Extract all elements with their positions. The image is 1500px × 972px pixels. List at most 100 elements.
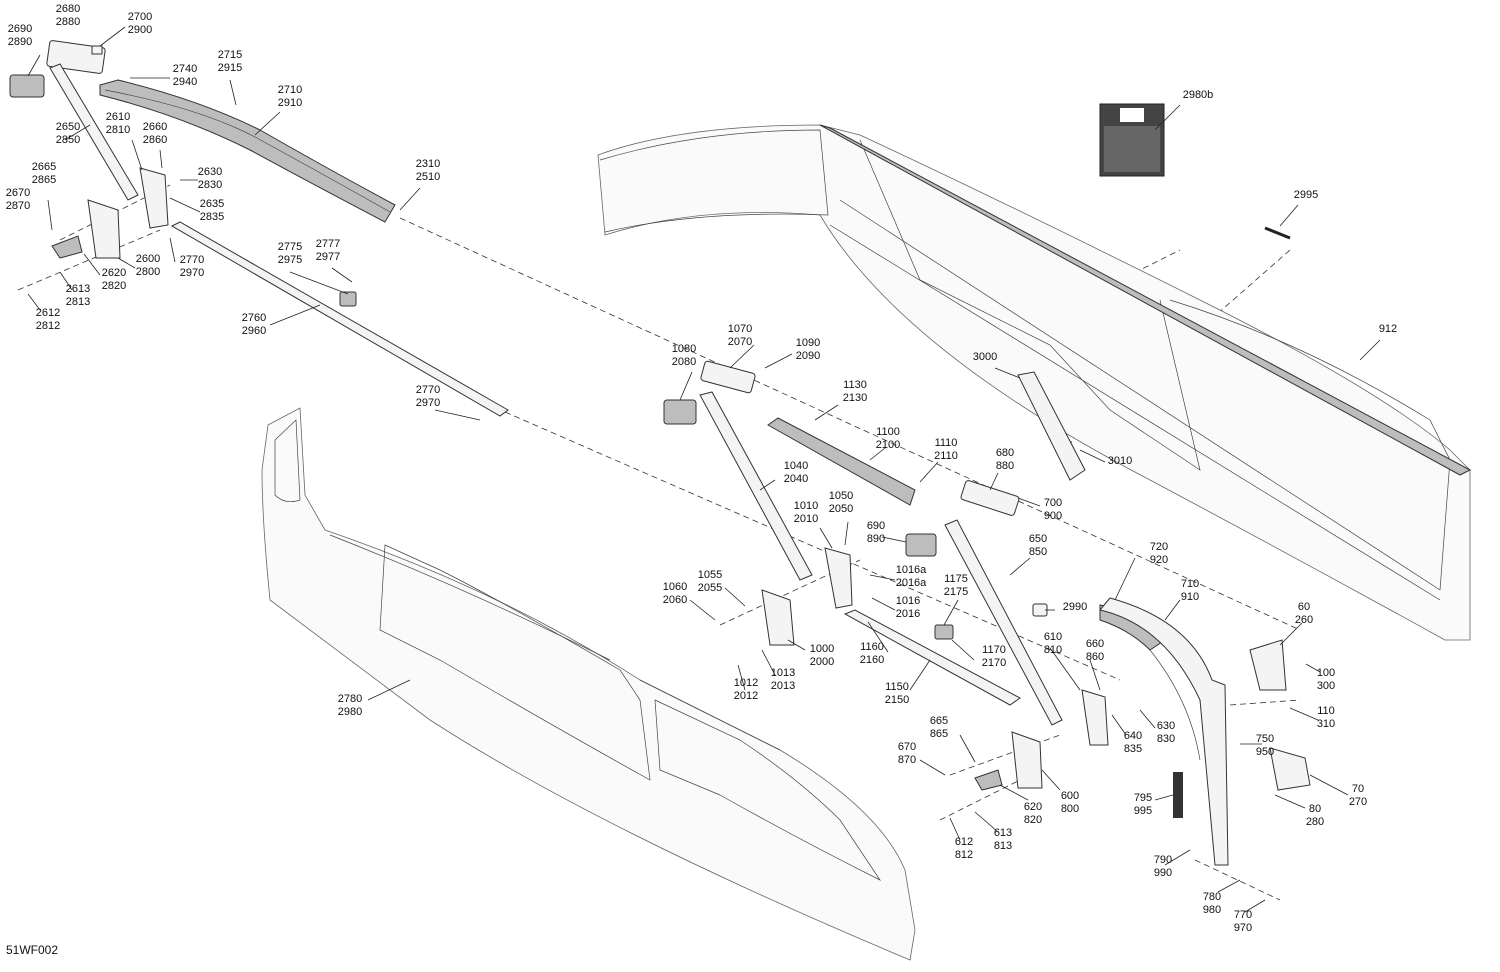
callout-c2995-top: 2995 [1294, 189, 1318, 201]
diagram-code: 51WF002 [6, 943, 58, 957]
callout-c1160-top: 1160 [860, 641, 884, 653]
callout-c620-top: 620 [1024, 801, 1042, 813]
callout-c2630-bottom: 2830 [198, 179, 222, 191]
clip-2680 [46, 40, 106, 74]
plate-3000 [1017, 371, 1086, 481]
screw-2700 [91, 45, 103, 55]
warning-label-2980b [1099, 103, 1165, 177]
callout-c1080-top: 1080 [672, 343, 696, 355]
lower-right-bimini-parts [1099, 597, 1311, 866]
callout-c2980b-top: 2980b [1183, 89, 1214, 101]
hinge-2610 [139, 167, 169, 229]
callout-c2613-top: 2613 [66, 283, 90, 295]
callout-c1012-bottom: 2012 [734, 690, 758, 702]
callout-c2620-bottom: 2820 [102, 280, 126, 292]
callout-c1170-top: 1170 [982, 644, 1006, 656]
callout-c2775-top: 2775 [278, 241, 302, 253]
callout-c2310-bottom: 2510 [416, 171, 440, 183]
callout-c2610-bottom: 2810 [106, 124, 130, 136]
callout-c1040-bottom: 2040 [784, 473, 808, 485]
callout-c2780-top: 2780 [338, 693, 362, 705]
callout-c1016a-top: 1016a [896, 564, 927, 576]
callout-c2990: 2990 [1063, 601, 1087, 613]
callout-c2740-bottom: 2940 [173, 76, 197, 88]
callout-c2670-top: 2670 [6, 187, 30, 199]
callout-c2715-bottom: 2915 [218, 62, 242, 74]
callout-c2612-bottom: 2812 [36, 320, 60, 332]
callout-c80-bottom: 280 [1306, 816, 1324, 828]
clip-1080 [663, 399, 697, 425]
callout-c912: 912 [1379, 323, 1397, 335]
callout-c780-bottom: 980 [1203, 904, 1221, 916]
callout-c1100-bottom: 2100 [876, 439, 900, 451]
bracket-70 [1269, 747, 1311, 791]
callout-c1010-top: 1010 [794, 500, 818, 512]
hinge-2600 [87, 199, 121, 259]
callout-c2770b-top: 2770 [416, 384, 440, 396]
callout-c790-top: 790 [1154, 854, 1172, 866]
fitting-2990 [1032, 603, 1048, 617]
callout-c2990-top: 2990 [1063, 601, 1087, 613]
clip-620 [974, 769, 1003, 791]
callout-c613-bottom: 813 [994, 840, 1012, 852]
leader-lines [27, 26, 1381, 913]
fitting-1175 [934, 624, 954, 640]
callout-c1055-bottom: 2055 [698, 582, 722, 594]
callout-c770-top: 770 [1234, 909, 1252, 921]
callout-c710-bottom: 910 [1181, 591, 1199, 603]
callout-c2680-bottom: 2880 [56, 16, 80, 28]
callout-c2690-top: 2690 [8, 23, 32, 35]
strip-795 [1173, 772, 1183, 818]
callout-c1016a-bottom: 2016a [896, 577, 927, 589]
callout-c1130-top: 1130 [843, 379, 867, 391]
callout-c612-bottom: 812 [955, 849, 973, 861]
callout-c1000-top: 1000 [810, 643, 834, 655]
rail-1130 [767, 417, 916, 506]
callout-c690-bottom: 890 [867, 533, 885, 545]
top-rail-2740 [99, 79, 396, 223]
callout-c2670-bottom: 2870 [6, 200, 30, 212]
callout-c2680-top: 2680 [56, 3, 80, 15]
callout-c750-bottom: 950 [1256, 746, 1274, 758]
callout-c60-bottom: 260 [1295, 614, 1313, 626]
callout-c1110-top: 1110 [935, 437, 958, 449]
callout-c710-top: 710 [1181, 578, 1199, 590]
rail-1150 [843, 609, 1021, 706]
callout-c600-bottom: 800 [1061, 803, 1079, 815]
callout-c1175-top: 1175 [944, 573, 968, 585]
callout-c2770a-top: 2770 [180, 254, 204, 266]
callout-c610-top: 610 [1044, 631, 1062, 643]
callout-c2760-top: 2760 [242, 312, 266, 324]
callout-c1080-bottom: 2080 [672, 356, 696, 368]
left-enclosure-panel-2780 [261, 407, 916, 961]
callout-c1010-bottom: 2010 [794, 513, 818, 525]
callout-c780-top: 780 [1203, 891, 1221, 903]
callout-c670-top: 670 [898, 741, 916, 753]
hinge-600 [1011, 731, 1043, 789]
upper-left-bimini-parts [9, 40, 509, 417]
callout-c610-bottom: 810 [1044, 644, 1062, 656]
